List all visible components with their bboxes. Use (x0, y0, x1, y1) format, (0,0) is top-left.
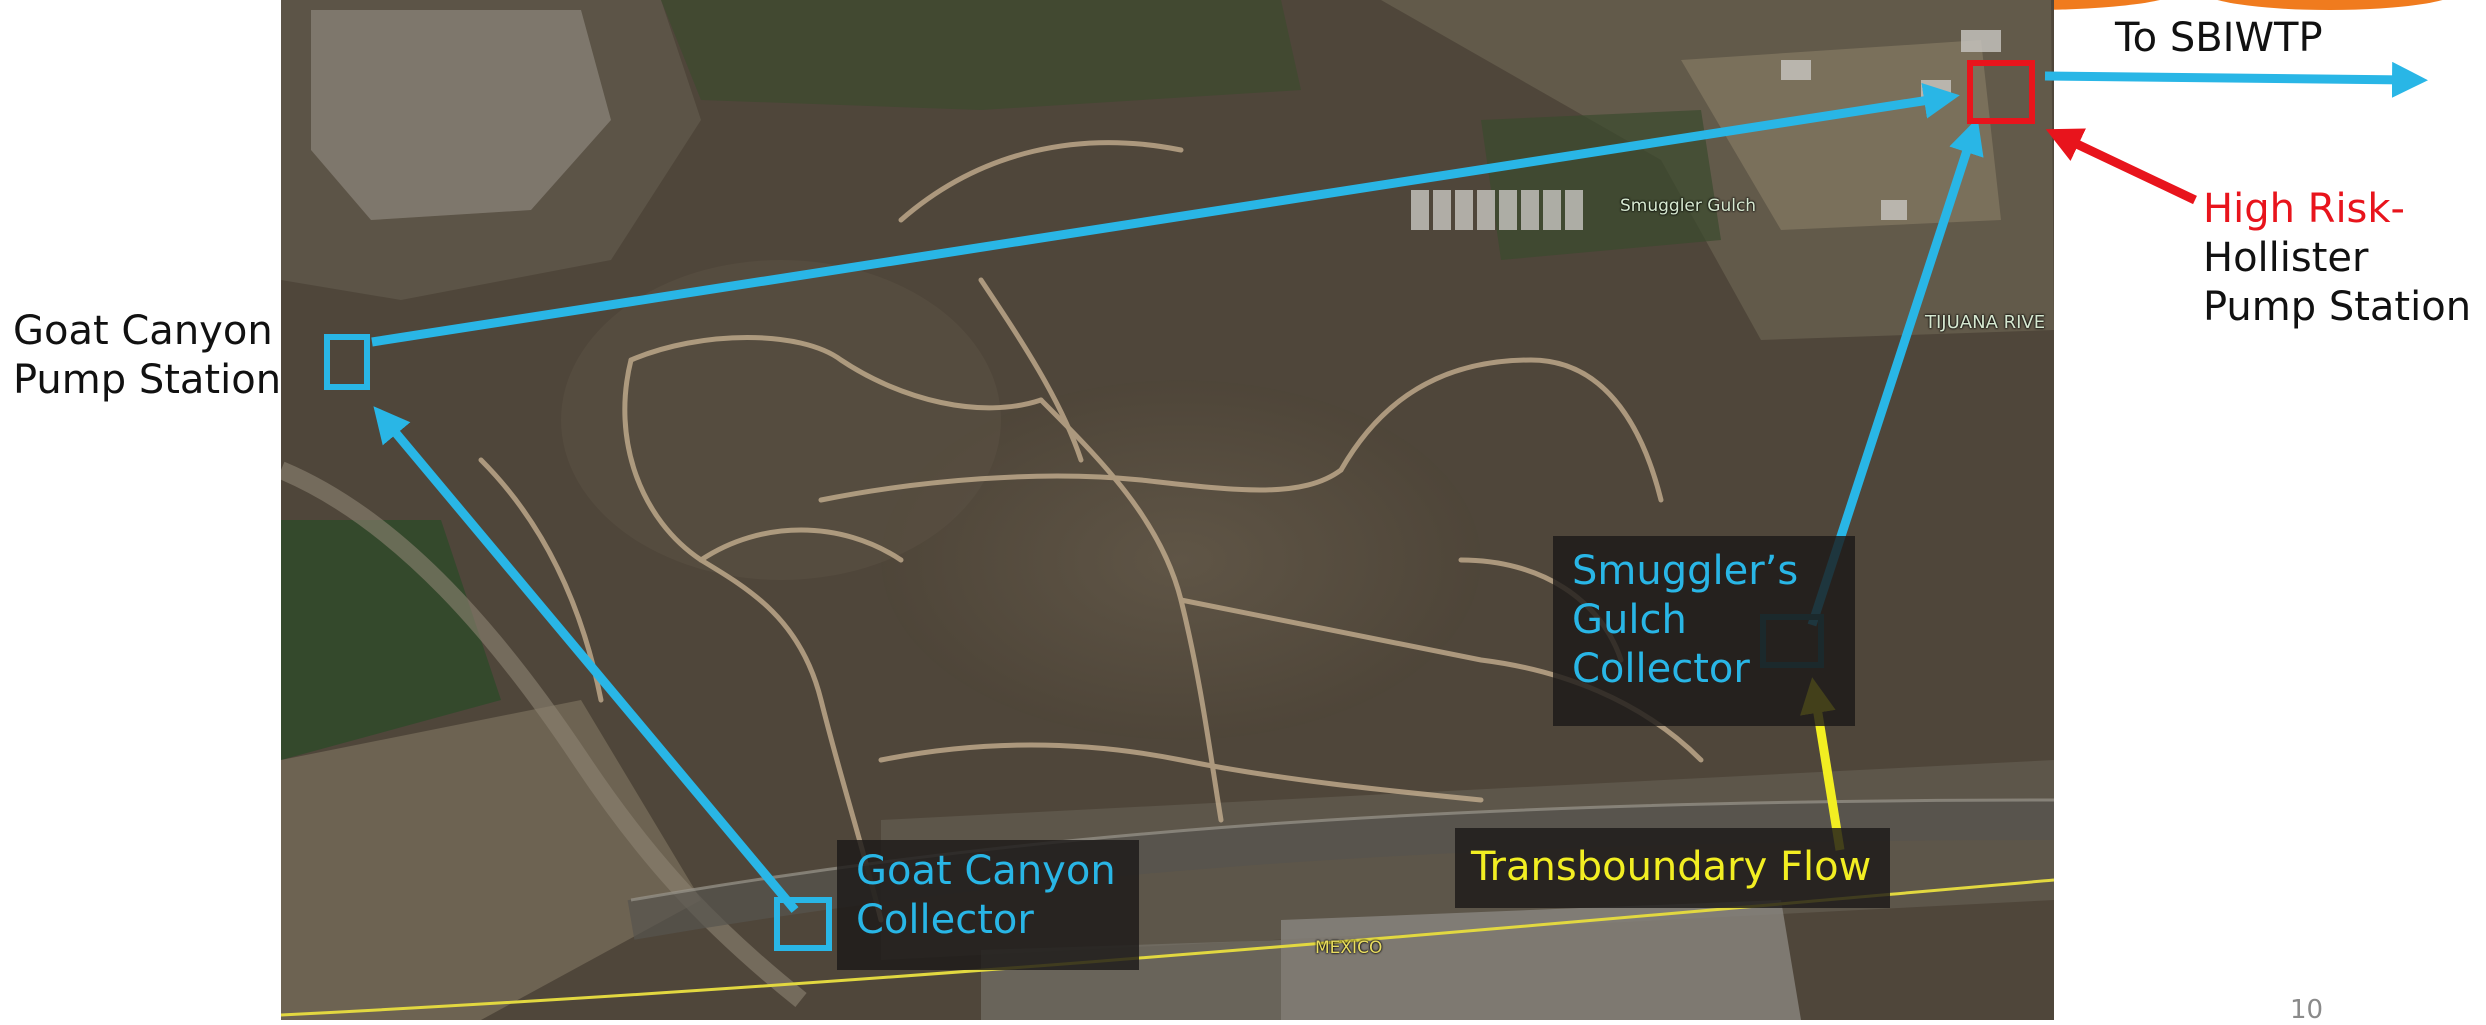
to-sbiwtp-label: To SBIWTP (2115, 15, 2323, 61)
hollister-line1: Hollister (2203, 234, 2369, 281)
goat-pump-line1: Goat Canyon (13, 308, 273, 354)
hollister-label: High Risk- Hollister Pump Station (2203, 185, 2471, 331)
hollister-line2: Pump Station (2203, 283, 2472, 330)
goat-pump-line2: Pump Station (13, 356, 282, 403)
slide-number: 10 (2290, 995, 2324, 1025)
high-risk-text: High Risk- (2203, 186, 2405, 232)
arrow-high-risk (2045, 128, 2197, 205)
goat-canyon-pump-station-label: Goat Canyon Pump Station (13, 307, 281, 405)
arrow-to-sbiwtp (2044, 61, 2428, 98)
satellite-terrain (281, 0, 2054, 1020)
satellite-map (281, 0, 2054, 1020)
